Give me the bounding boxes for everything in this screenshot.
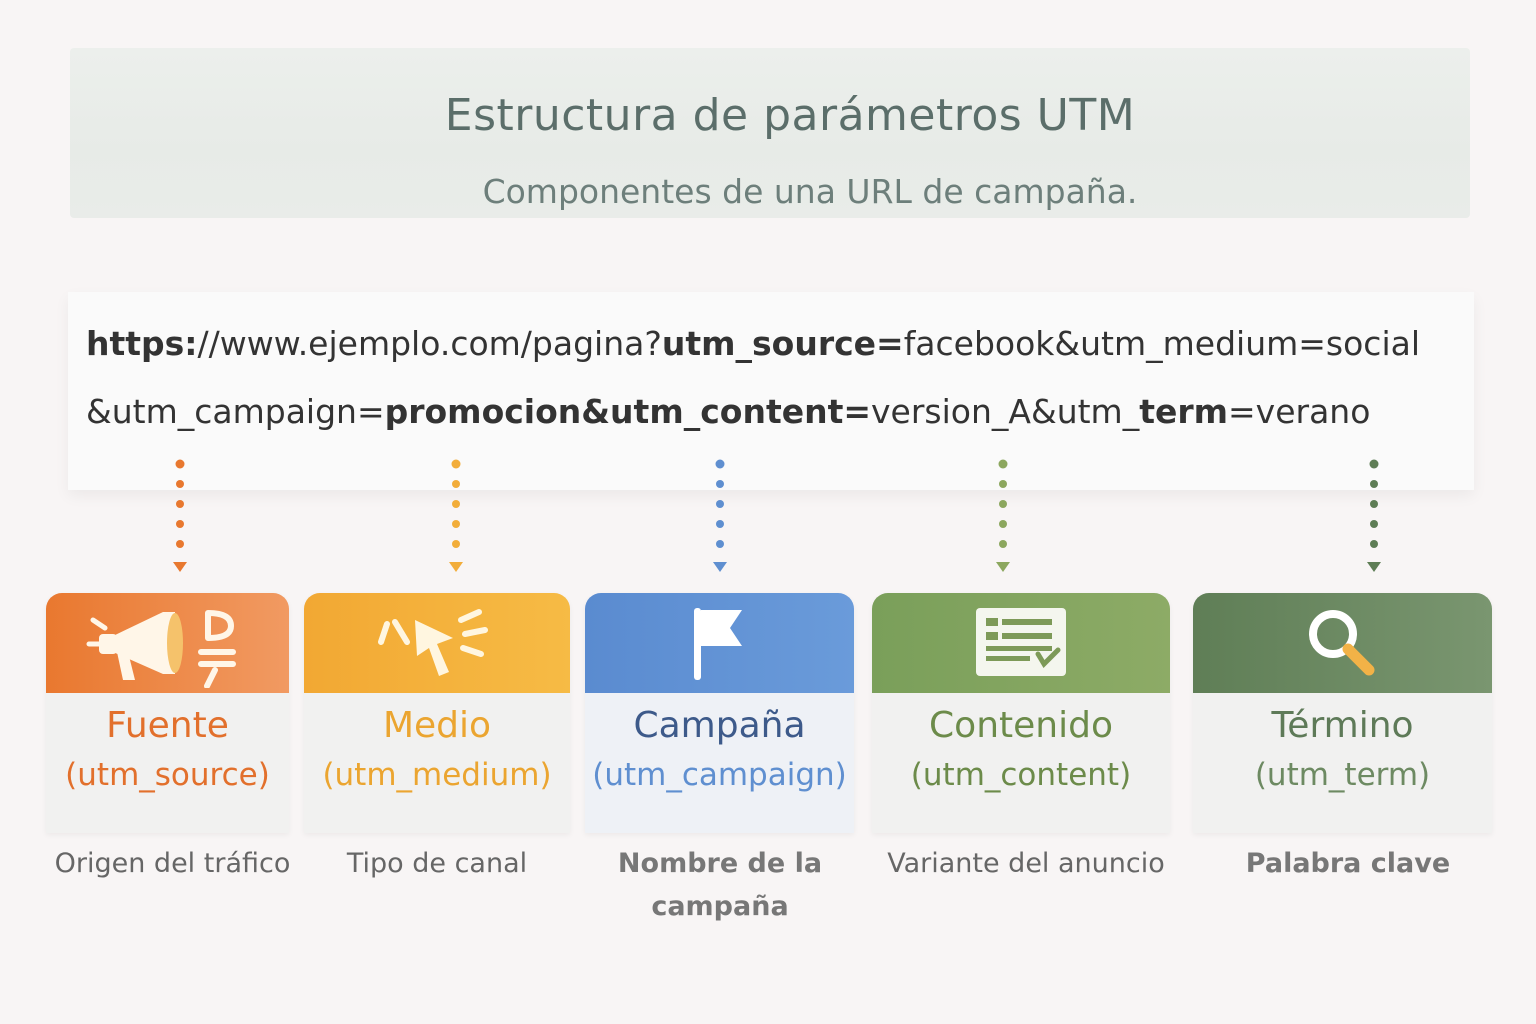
cursor-click-icon <box>378 609 488 676</box>
magnifier-icon <box>1308 610 1374 676</box>
megaphone-icon <box>86 610 236 688</box>
card-header <box>46 593 289 693</box>
card-name: Campaña <box>633 705 806 746</box>
connector-arrow-source <box>173 459 187 572</box>
card-campaign: Campaña (utm_campaign) <box>585 593 854 833</box>
url-part: term <box>1139 392 1229 431</box>
card-name: Fuente <box>106 705 229 746</box>
url-part: https: <box>86 324 198 363</box>
card-param: (utm_term) <box>1254 757 1431 793</box>
url-part: version_A&utm_ <box>871 392 1140 431</box>
card-name: Medio <box>382 705 492 746</box>
card-description-medium: Tipo de canal <box>346 848 528 879</box>
url-line-1: https://www.ejemplo.com/pagina?utm_sourc… <box>86 324 1420 363</box>
card-header <box>1193 593 1492 693</box>
card-param: (utm_content) <box>910 757 1132 793</box>
connector-arrow-medium <box>449 459 463 572</box>
card-param: (utm_campaign) <box>592 757 847 793</box>
url-part: promocion <box>384 392 582 431</box>
card-name: Término <box>1271 705 1414 746</box>
url-part: &utm_campaign= <box>86 392 385 431</box>
card-header <box>304 593 570 693</box>
card-content: Contenido (utm_content) <box>872 593 1170 833</box>
url-part: utm_source= <box>661 324 904 363</box>
url-part: &utm_content= <box>581 392 872 431</box>
card-description-term: Palabra clave <box>1245 848 1451 879</box>
url-line-2: &utm_campaign=promocion&utm_content=vers… <box>86 392 1370 431</box>
page-subtitle: Componentes de una URL de campaña. <box>482 172 1138 211</box>
card-param: (utm_medium) <box>322 757 552 793</box>
card-term: Término (utm_term) <box>1193 593 1492 833</box>
connector-arrow-campaign <box>713 459 727 572</box>
url-part: //www.ejemplo.com/pagina? <box>197 324 662 363</box>
url-part: =verano <box>1228 392 1371 431</box>
page-title: Estructura de parámetros UTM <box>444 90 1136 141</box>
connector-arrow-term <box>1367 459 1381 572</box>
connector-arrow-content <box>996 459 1010 572</box>
card-header <box>585 593 854 693</box>
url-box <box>68 292 1474 490</box>
card-description-campaign: Nombre de la campaña <box>617 848 823 922</box>
header-panel <box>70 48 1470 218</box>
card-header <box>872 593 1170 693</box>
flag-icon <box>693 608 742 680</box>
card-source: Fuente (utm_source) <box>46 593 289 833</box>
document-icon <box>976 608 1066 676</box>
card-description-content: Variante del anuncio <box>887 848 1165 879</box>
card-param: (utm_source) <box>65 757 270 793</box>
card-description-source: Origen del tráfico <box>54 848 291 879</box>
url-part: facebook&utm_medium=social <box>903 324 1421 363</box>
card-medium: Medio (utm_medium) <box>304 593 570 833</box>
card-name: Contenido <box>929 705 1113 746</box>
